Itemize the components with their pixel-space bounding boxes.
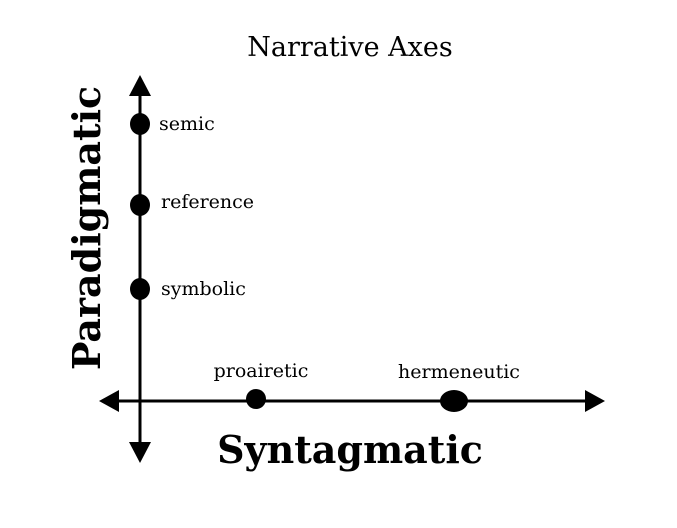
point-hermeneutic-dot (440, 390, 468, 412)
point-semic: semic (130, 113, 215, 135)
diagram-title: Narrative Axes (247, 32, 453, 63)
point-symbolic: symbolic (130, 278, 246, 300)
point-reference: reference (130, 191, 254, 216)
point-semic-label: semic (159, 113, 215, 135)
vertical-axis-down-arrowhead (129, 442, 151, 463)
point-proairetic-label: proairetic (214, 360, 309, 382)
vertical-axis-label: Paradigmatic (64, 86, 109, 370)
horizontal-axis (99, 390, 605, 412)
point-reference-label: reference (161, 191, 254, 213)
point-symbolic-label: symbolic (161, 278, 246, 300)
point-proairetic: proairetic (214, 360, 309, 409)
point-symbolic-dot (130, 278, 150, 300)
point-hermeneutic: hermeneutic (398, 361, 520, 412)
vertical-axis (129, 75, 151, 463)
point-reference-dot (130, 194, 150, 216)
vertical-axis-up-arrowhead (129, 75, 151, 96)
horizontal-axis-right-arrowhead (585, 390, 605, 412)
point-proairetic-dot (246, 389, 266, 409)
point-semic-dot (130, 113, 150, 135)
horizontal-axis-label: Syntagmatic (217, 427, 483, 472)
point-hermeneutic-label: hermeneutic (398, 361, 520, 383)
horizontal-axis-left-arrowhead (99, 390, 119, 412)
